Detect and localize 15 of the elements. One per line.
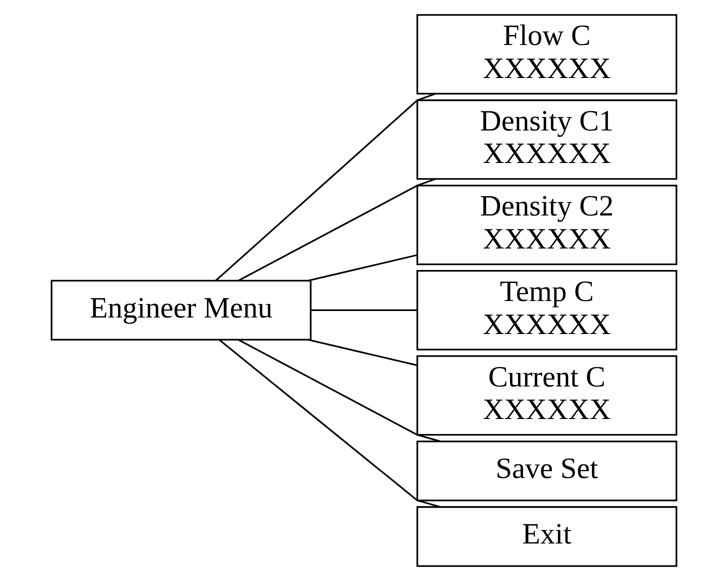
connector — [238, 178, 436, 282]
node-box: Exit — [416, 506, 678, 567]
node-box: Density C1 XXXXXX — [416, 99, 678, 180]
node-box: Flow C XXXXXX — [416, 14, 678, 94]
node-box: Density C2 XXXXXX — [416, 184, 678, 266]
node-box: Save Set — [416, 440, 678, 502]
connector — [218, 339, 440, 508]
connector — [308, 338, 418, 366]
connector — [238, 339, 440, 442]
node-box: Temp C XXXXXX — [416, 270, 678, 350]
node-box: Engineer Menu — [50, 280, 312, 341]
connector — [215, 93, 436, 282]
connector — [308, 254, 418, 282]
node-box: Current C XXXXXX — [416, 355, 678, 436]
connector — [311, 309, 418, 311]
